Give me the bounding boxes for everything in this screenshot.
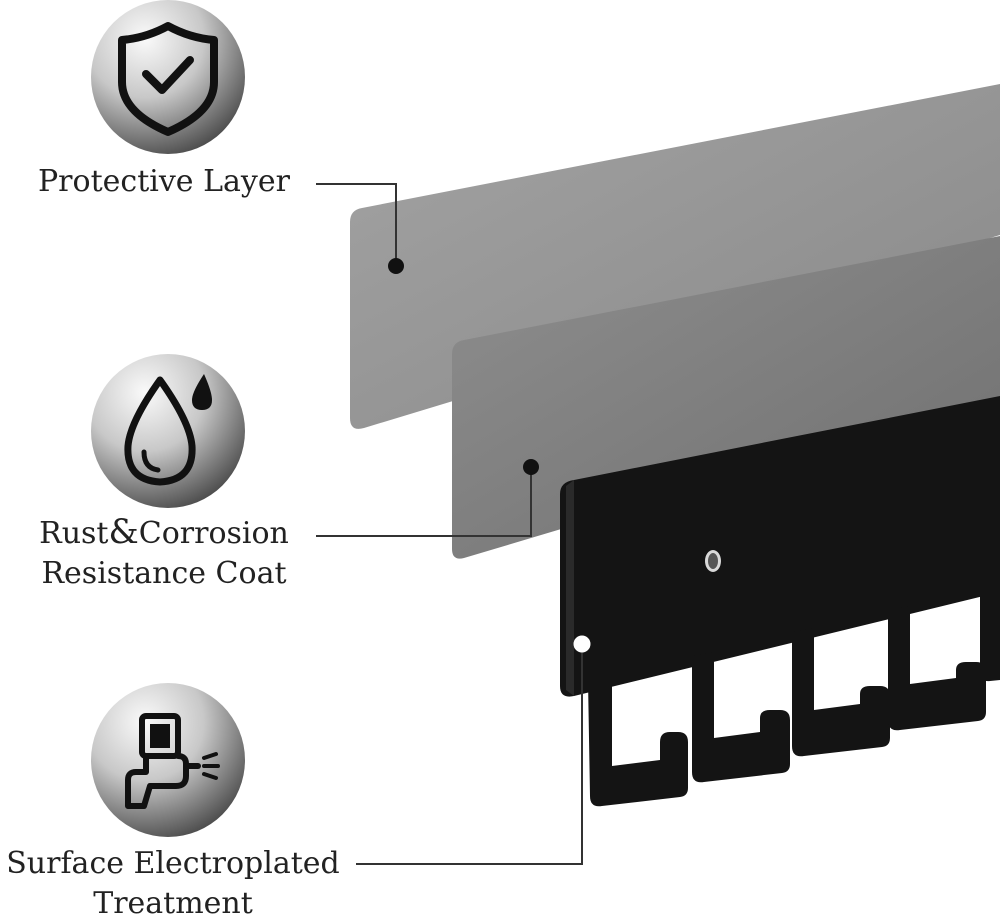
surface-electroplated-label: Surface Electroplated Treatment bbox=[0, 844, 346, 924]
water-drop-icon bbox=[91, 354, 245, 508]
hook bbox=[692, 652, 790, 783]
leader-line-rust bbox=[316, 467, 532, 537]
label-line: Protective Layer bbox=[38, 164, 290, 199]
leader-line-protective bbox=[316, 183, 397, 266]
label-word: Corrosion bbox=[138, 516, 289, 551]
label-line: Rust&Corrosion bbox=[14, 512, 314, 554]
spray-gun-icon bbox=[91, 683, 245, 837]
leader-dot-rust bbox=[523, 459, 539, 475]
hook bbox=[980, 586, 1000, 682]
ampersand: & bbox=[108, 512, 139, 552]
hook bbox=[792, 628, 890, 757]
label-word: Rust bbox=[39, 516, 109, 551]
hook bbox=[588, 676, 688, 807]
protective-layer-label: Protective Layer bbox=[10, 162, 354, 202]
label-line: Resistance Coat bbox=[41, 556, 287, 591]
label-line: Surface Electroplated bbox=[6, 846, 340, 881]
hook bbox=[888, 606, 986, 731]
rust-corrosion-label: Rust&Corrosion Resistance Coat bbox=[14, 512, 314, 594]
leader-dot-protective bbox=[388, 258, 404, 274]
shield-check-icon bbox=[91, 0, 245, 154]
leader-line-surface bbox=[356, 644, 583, 865]
leader-dot-surface bbox=[573, 635, 591, 653]
hook-rack bbox=[560, 396, 1000, 807]
label-line: Treatment bbox=[93, 886, 253, 921]
